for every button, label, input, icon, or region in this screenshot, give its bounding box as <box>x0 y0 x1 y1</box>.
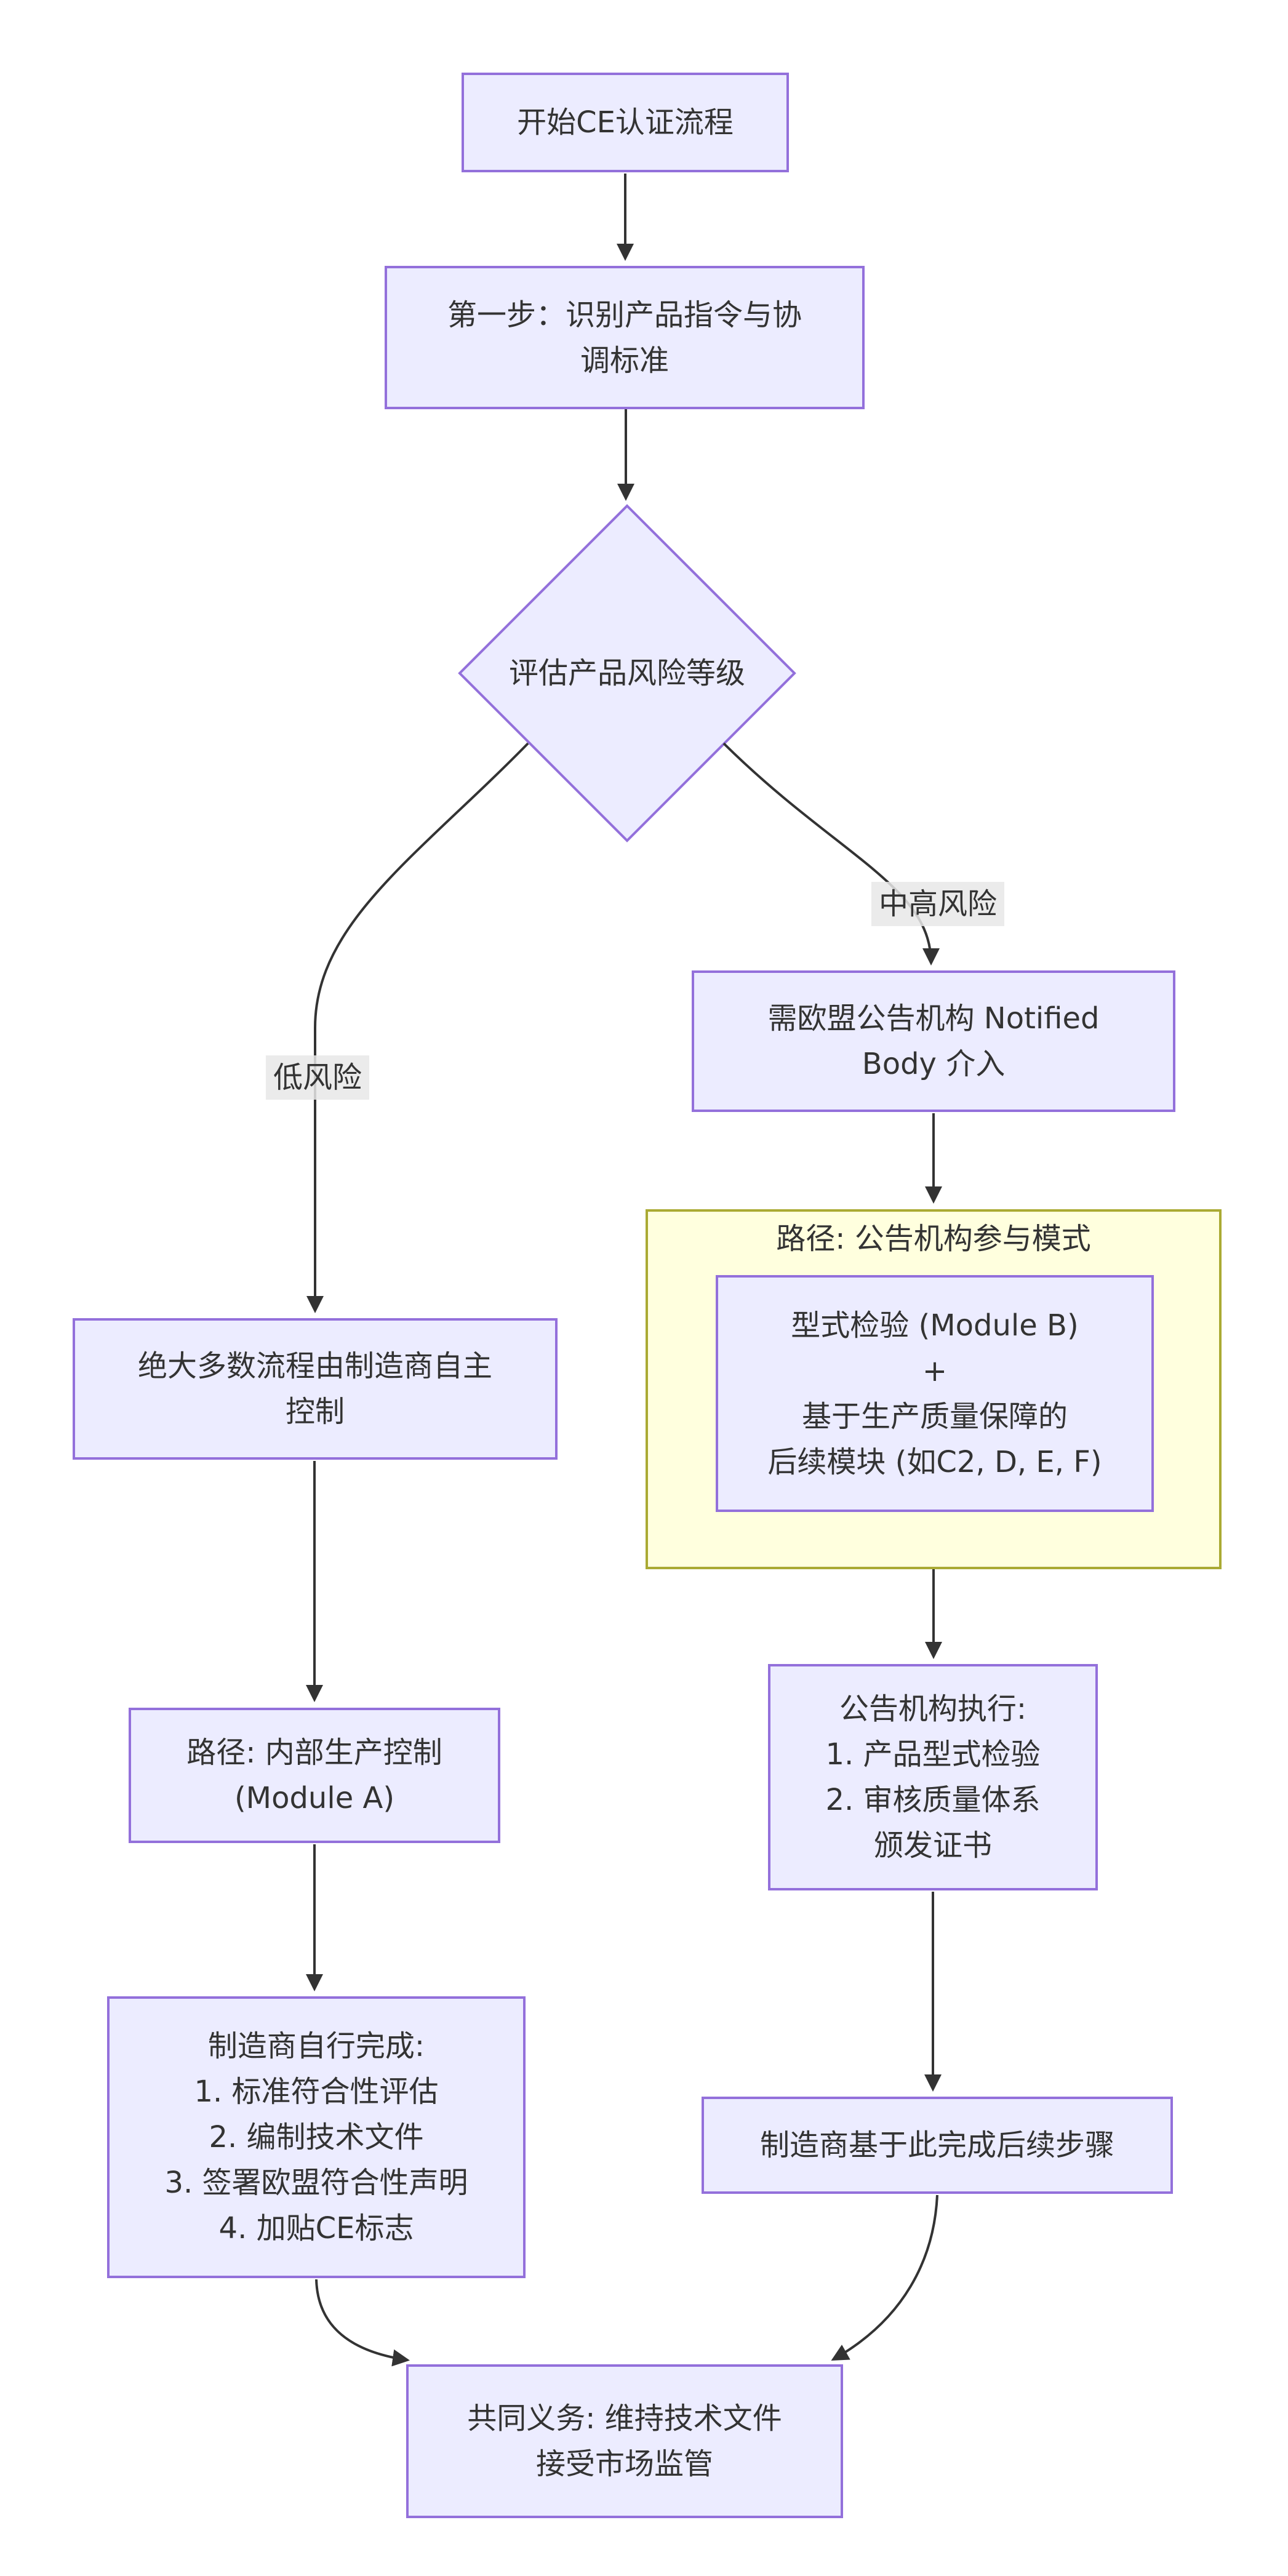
node-common-duty-line1: 共同义务: 维持技术文件 <box>467 2401 782 2436</box>
node-manufacturer-tasks-line2: 1. 标准符合性评估 <box>194 2074 439 2109</box>
node-nb-actions-line4: 颁发证书 <box>873 1828 992 1863</box>
node-manufacturer-control-line2: 控制 <box>285 1394 345 1429</box>
node-nb-actions-line2: 1. 产品型式检验 <box>825 1737 1041 1772</box>
node-common-duty-line2: 接受市场监管 <box>535 2447 713 2481</box>
node-manufacturer-tasks-line4: 3. 签署欧盟符合性声明 <box>164 2166 468 2200</box>
subgraph-title: 路径: 公告机构参与模式 <box>776 1222 1091 1256</box>
node-manufacturer-tasks-line3: 2. 编制技术文件 <box>209 2120 424 2154</box>
node-module-b-line4: 后续模块 (如C2, D, E, F) <box>767 1444 1102 1479</box>
edge-label-high-risk: 中高风险 <box>871 882 1005 926</box>
risk-decision-diamond <box>458 504 796 842</box>
node-step1: 第一步：识别产品指令与协 调标准 <box>385 266 865 409</box>
node-notified-body: 需欧盟公告机构 Notified Body 介入 <box>692 970 1175 1112</box>
edge-risk-highrisk-notified-body <box>722 742 940 966</box>
node-module-a-line2: (Module A) <box>234 1781 395 1815</box>
node-manufacturer-tasks-line1: 制造商自行完成: <box>207 2029 425 2063</box>
node-start: 开始CE认证流程 <box>462 73 789 172</box>
node-manufacturer-control: 绝大多数流程由制造商自主 控制 <box>73 1318 558 1460</box>
node-notified-body-line1: 需欧盟公告机构 Notified <box>767 1001 1100 1036</box>
node-module-a: 路径: 内部生产控制 (Module A) <box>129 1708 500 1843</box>
node-nb-actions-line3: 2. 审核质量体系 <box>825 1783 1041 1817</box>
node-step1-line2: 调标准 <box>580 343 669 378</box>
node-module-b-line3: 基于生产质量保障的 <box>801 1399 1068 1434</box>
node-manufacturer-tasks: 制造商自行完成: 1. 标准符合性评估 2. 编制技术文件 3. 签署欧盟符合性… <box>107 1996 526 2278</box>
edge-follow-up-common-duty <box>831 2194 938 2361</box>
node-follow-up-label: 制造商基于此完成后续步骤 <box>759 2128 1114 2162</box>
node-module-b: 型式检验 (Module B) + 基于生产质量保障的 后续模块 (如C2, D… <box>716 1275 1154 1512</box>
node-module-b-line1: 型式检验 (Module B) <box>791 1308 1079 1343</box>
node-manufacturer-control-line1: 绝大多数流程由制造商自主 <box>137 1349 492 1383</box>
node-step1-line1: 第一步：识别产品指令与协 <box>447 297 802 332</box>
node-notified-body-line2: Body 介入 <box>862 1047 1006 1081</box>
node-module-b-line2: + <box>922 1353 948 1388</box>
node-start-label: 开始CE认证流程 <box>517 105 734 140</box>
node-nb-actions-line1: 公告机构执行: <box>839 1692 1027 1726</box>
node-follow-up: 制造商基于此完成后续步骤 <box>702 2097 1173 2194</box>
node-common-duty: 共同义务: 维持技术文件 接受市场监管 <box>406 2364 843 2518</box>
edge-label-low-risk: 低风险 <box>265 1055 370 1100</box>
node-manufacturer-tasks-line5: 4. 加贴CE标志 <box>218 2211 414 2246</box>
edge-manufacturer-tasks-common-duty <box>315 2279 410 2367</box>
node-risk-decision-label: 评估产品风险等级 <box>508 656 745 690</box>
node-nb-actions: 公告机构执行: 1. 产品型式检验 2. 审核质量体系 颁发证书 <box>768 1664 1098 1890</box>
node-module-a-line1: 路径: 内部生产控制 <box>186 1735 442 1770</box>
edge-risk-lowrisk-manufacturer-control <box>306 742 529 1313</box>
